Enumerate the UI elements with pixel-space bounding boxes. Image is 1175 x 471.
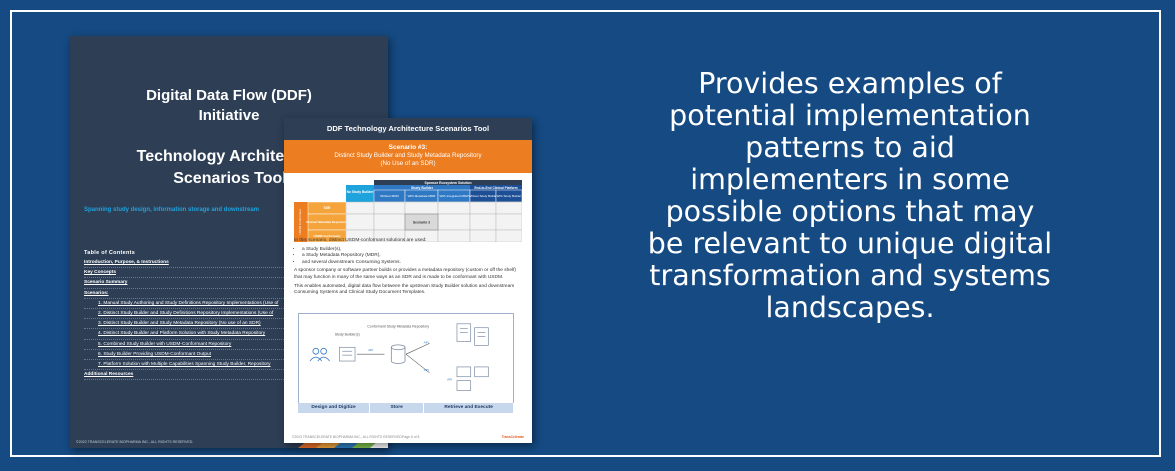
toc-item[interactable]: Introduction, Purpose, & Instructions [84, 258, 294, 269]
cover-title-line1b: Initiative [198, 107, 260, 124]
database-icon [390, 344, 406, 364]
scenario-subtitle-1: Distinct Study Builder and Study Metadat… [334, 152, 482, 159]
diagram-study-builder-label: Study Builder(s) [335, 333, 360, 337]
table-cell-scenario-3: Scenario 3 [413, 221, 430, 225]
table-row-metadata-repo: Distinct Metadata Repository [306, 220, 348, 224]
table-row-usdm: USDM Conformant [314, 234, 341, 238]
table-col-with-integrated-mdr: With Integrated MDR [440, 194, 470, 198]
toc-item[interactable]: 7. Platform Solution with Multiple Capab… [84, 360, 294, 371]
toc-item[interactable]: 4. Distinct Study Builder and Platform S… [84, 329, 294, 340]
page-header: DDF Technology Architecture Scenarios To… [284, 118, 532, 140]
cover-title-line1: Digital Data Flow (DDF) [146, 87, 312, 104]
page-footer: ©2023 TRANSCELERATE BIOPHARMA INC., ALL … [292, 435, 524, 439]
consuming-systems-icon [456, 366, 489, 391]
toc-item[interactable]: Scenario Summary [84, 278, 294, 289]
table-group-study-builder: Study Builder [411, 186, 434, 190]
bullet-item: and several downstream Consuming Systems… [302, 260, 524, 267]
toc-title: Table of Contents [84, 250, 136, 256]
table-col-with-metadata-mdr: With Metadata MDR [408, 194, 437, 198]
table-col-no-builder: No Study Builder [347, 190, 374, 194]
toc-item[interactable]: Additional Resources [84, 370, 294, 381]
scenario-subtitle-2: (No Use of an SDR) [380, 160, 436, 167]
slide-border [10, 10, 1161, 457]
toc-item[interactable]: Scenarios: [84, 289, 294, 299]
table-row-sdr: SDR [324, 206, 331, 210]
footer-copyright: ©2023 TRANSCELERATE BIOPHARMA INC., ALL … [292, 435, 403, 439]
table-col-with-study-builder: With Study Builder [497, 194, 522, 198]
document-templates-icon [456, 323, 489, 346]
scenario-intro: In this scenario, distinct USDM-conforma… [294, 238, 427, 243]
data-flow-diagram: Study Builder(s) API Conformant Study Me… [298, 313, 514, 413]
toc-item[interactable]: 1. Manual Study Authoring and Study Defi… [84, 299, 294, 310]
description-text: Provides examples of potential implement… [647, 67, 1053, 324]
diagram-api-label: API [424, 368, 429, 372]
phase-retrieve: Retrieve and Execute [424, 403, 514, 413]
toc-item[interactable]: 5. Combined Study Builder with USDM-Conf… [84, 340, 294, 350]
cover-copyright: ©2023 TRANSCELERATE BIOPHARMA INC., ALL … [76, 440, 194, 444]
diagram-api-label: API [368, 348, 373, 352]
scenario-paragraph-1: A sponsor company or software partner bu… [294, 268, 517, 280]
scenario-page: DDF Technology Architecture Scenarios To… [284, 118, 532, 443]
phase-store: Store [370, 403, 425, 413]
scenario-bullets: a Study Builder(s), a Study Metadata Rep… [294, 247, 524, 267]
cover-title: Digital Data Flow (DDF) Initiative [70, 86, 388, 126]
cover-subtitle: Spanning study design, information stora… [84, 207, 260, 213]
footer-page-number: Page 6 of 8 [402, 435, 420, 439]
scenario-title: Scenario #3: [388, 144, 428, 151]
bullet-item: a Study Builder(s), [302, 247, 524, 254]
diagram-repository-label: Conformant Study Metadata Repository [367, 325, 429, 329]
toc-item[interactable]: 6. Study Builder Providing USDM-Conforma… [84, 350, 294, 361]
phase-bar: Design and Digitize Store Retrieve and E… [298, 403, 514, 413]
bullet-item: a Study Metadata Repository (MDR), [302, 253, 524, 260]
scenario-band: Scenario #3: Distinct Study Builder and … [284, 140, 532, 173]
table-top-header: Sponsor Ecosystem Solution [424, 181, 471, 185]
table-group-platform: End-to-End Clinical Platform [474, 186, 517, 190]
people-icon [309, 347, 330, 362]
diagram-api-label: API [424, 340, 429, 344]
footer-logo: TransCelerate [501, 435, 524, 439]
toc-item[interactable]: 3. Distinct Study Builder and Study Meta… [84, 319, 294, 330]
scenario-description: In this scenario, distinct USDM-conforma… [294, 238, 524, 299]
study-builder-icon [339, 346, 356, 362]
scenario-matrix-table: Sponsor Ecosystem Solution Study Builder… [294, 180, 522, 242]
phase-design: Design and Digitize [298, 403, 370, 413]
toc-item[interactable]: Key Concepts [84, 268, 294, 279]
toc-item[interactable]: 2. Distinct Study Builder and Study Defi… [84, 309, 294, 320]
table-col-without-mdr: Without MDR [380, 194, 399, 198]
table-side-label: USDM Conformant [298, 209, 302, 235]
diagram-api-label: API [447, 378, 452, 382]
scenario-paragraph-2: This enables automated, digital data flo… [294, 283, 515, 296]
table-col-without-study-builder: Without Study Builder [469, 194, 498, 198]
